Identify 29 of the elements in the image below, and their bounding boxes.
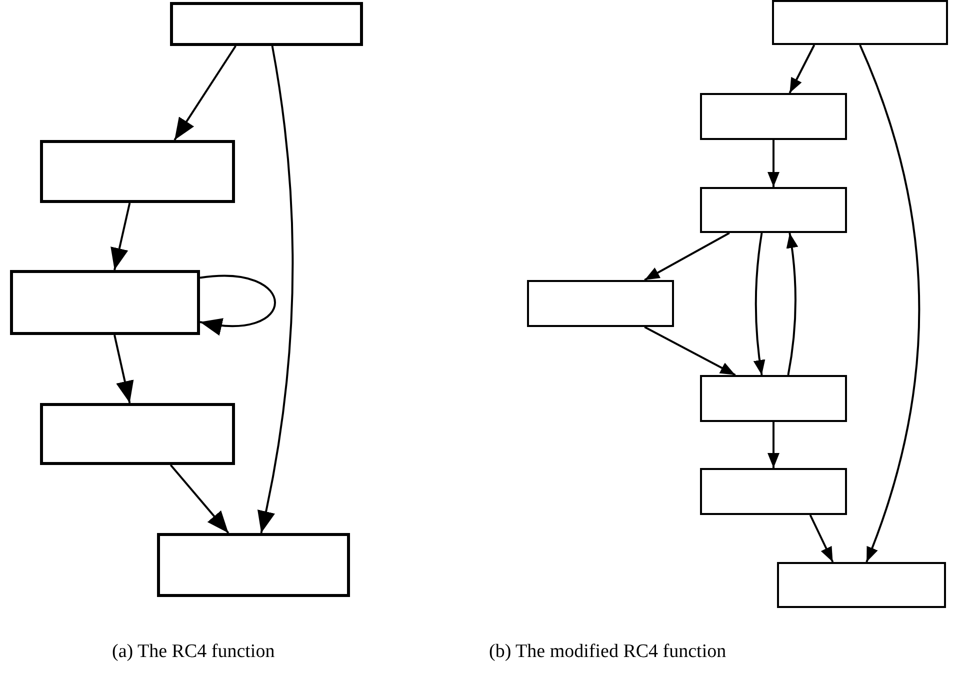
figure-caption: (b) The modified RC4 function	[489, 640, 726, 664]
arrow	[754, 232, 766, 376]
arrow	[644, 326, 736, 376]
process-box	[700, 375, 847, 422]
arrow	[768, 422, 780, 468]
arrow	[786, 232, 798, 376]
process-box	[527, 280, 674, 327]
process-box	[700, 93, 847, 140]
process-box	[40, 140, 235, 203]
arrow	[114, 334, 134, 404]
arrow	[200, 274, 276, 334]
process-box	[700, 468, 847, 515]
arrow	[257, 46, 294, 534]
process-box	[777, 562, 946, 608]
arrow	[788, 44, 816, 94]
arrow	[859, 44, 920, 562]
process-box	[700, 187, 847, 233]
process-box	[772, 0, 948, 45]
arrow	[809, 514, 834, 562]
arrow	[174, 45, 236, 141]
process-box	[10, 270, 200, 335]
arrow	[644, 232, 730, 281]
arrow	[170, 464, 230, 534]
arrow	[768, 140, 780, 187]
process-box	[157, 533, 350, 597]
process-box	[40, 403, 235, 465]
arrow	[110, 202, 131, 270]
process-box	[170, 2, 363, 46]
figure-caption: (a) The RC4 function	[112, 640, 275, 664]
